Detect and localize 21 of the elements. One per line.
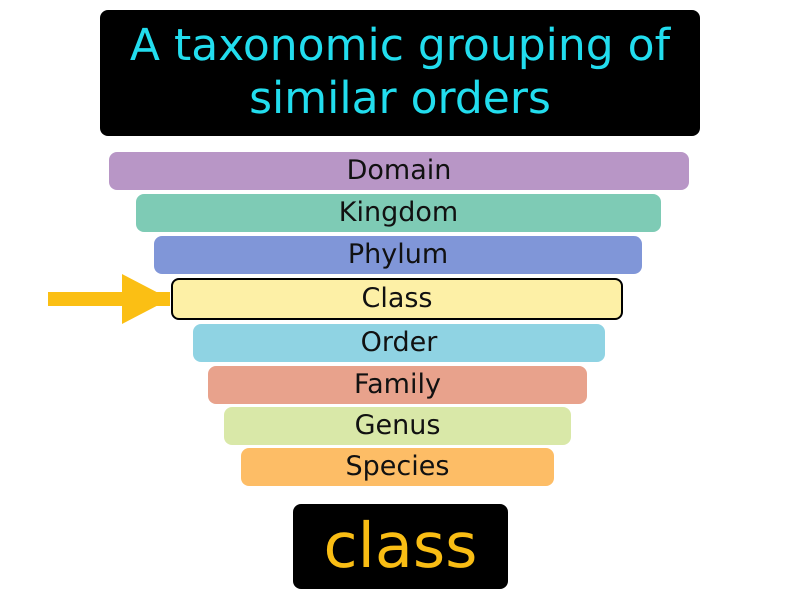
rank-label: Species <box>346 450 450 484</box>
taxonomy-rank-bar <box>208 366 587 404</box>
rank-label: Genus <box>354 410 440 442</box>
term-text: class <box>324 509 478 584</box>
rank-label: Domain <box>346 154 452 188</box>
rank-label: Kingdom <box>338 196 458 230</box>
definition-text: A taxonomic grouping of similar orders <box>128 20 672 126</box>
taxonomy-rank-bar <box>171 278 623 320</box>
rank-label: Family <box>354 368 441 402</box>
rank-label: Phylum <box>348 238 448 272</box>
term-box <box>293 504 508 589</box>
arrow <box>48 274 170 324</box>
taxonomy-rank-bar <box>224 407 571 445</box>
rank-label: Class <box>361 282 433 316</box>
taxonomy-rank-bar <box>193 324 605 362</box>
rank-label: Order <box>360 326 438 360</box>
taxonomy-rank-bar <box>241 448 554 486</box>
definition-box <box>100 10 700 136</box>
taxonomy-rank-bar <box>154 236 642 274</box>
taxonomy-rank-bar <box>109 152 689 190</box>
taxonomy-rank-bar <box>136 194 661 232</box>
